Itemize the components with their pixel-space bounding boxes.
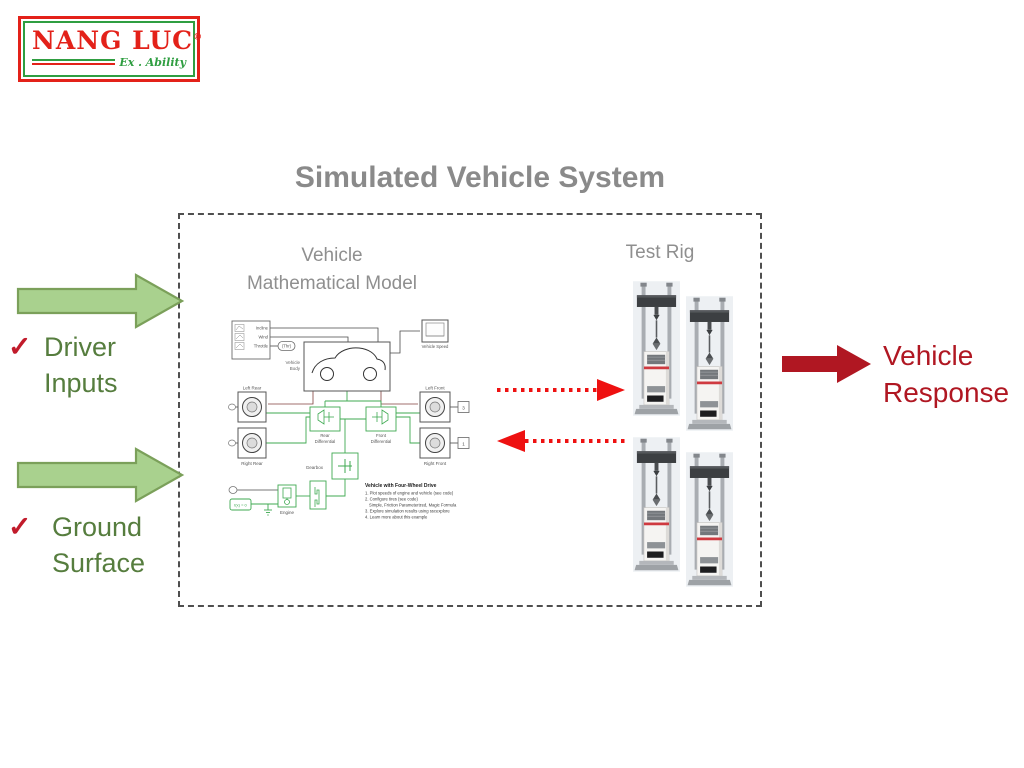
right-front-wheel-block: 1 Right Front bbox=[419, 427, 470, 466]
logo-inner-frame: NANG LUC® Ex . Ability bbox=[23, 21, 202, 77]
rear-differential-label-1: Rear bbox=[320, 433, 330, 438]
annotation-line-3: Simple, Friction Parameterized, Magic Fo… bbox=[369, 503, 457, 508]
gearbox-block: Gearbox bbox=[306, 452, 359, 480]
left-rear-label: Left Rear bbox=[243, 386, 262, 391]
port-1: 1 bbox=[462, 442, 465, 447]
annotation-line-2: 2. Configure tires (see code) bbox=[365, 497, 418, 502]
vehicle-response-arrow bbox=[782, 345, 871, 383]
right-rear-wheel-block: Right Rear bbox=[228, 427, 267, 466]
model-label-line1: Vehicle bbox=[301, 245, 363, 266]
front-differential-label-1: Front bbox=[376, 433, 387, 438]
vehicle-response-line1: Vehicle bbox=[883, 340, 974, 371]
vehicle-speed-scope: Vehicle Speed bbox=[421, 319, 449, 349]
vehicle-body-label-2: Body bbox=[290, 366, 301, 371]
vehicle-response-label: Vehicle Response bbox=[883, 337, 1009, 411]
checkmark-icon: ✓ bbox=[8, 511, 32, 542]
throttle-goto-tag: (Thr) bbox=[277, 341, 296, 351]
logo-decorative-lines bbox=[32, 59, 116, 66]
front-differential-label-2: Differential bbox=[371, 439, 392, 444]
annotation-line-1: 1. Plot speeds of engine and vehicle (se… bbox=[365, 491, 454, 496]
right-front-label: Right Front bbox=[424, 461, 447, 466]
driver-inputs-arrow bbox=[16, 273, 185, 329]
model-to-rig-arrow bbox=[497, 379, 625, 401]
solver-block: f(x) = 0 bbox=[229, 498, 252, 511]
annotation-line-4: 3. Explore simulation results using ssce… bbox=[365, 509, 450, 514]
vehicle-body-label-1: Vehicle bbox=[285, 360, 300, 365]
annotation-line-5: 4. Learn more about this example bbox=[365, 515, 428, 520]
logo-brand-text: NANG LUC® bbox=[32, 28, 202, 54]
left-front-wheel-block: Left Front 3 bbox=[419, 386, 470, 423]
gearbox-label: Gearbox bbox=[306, 465, 324, 470]
test-rig-image-2 bbox=[686, 296, 733, 431]
left-front-label: Left Front bbox=[425, 386, 445, 391]
checkmark-icon: ✓ bbox=[8, 331, 32, 362]
ground-surface-arrow bbox=[16, 447, 185, 503]
physical-connection-lines bbox=[250, 391, 420, 516]
rear-differential-label-2: Differential bbox=[315, 439, 336, 444]
simulink-model-diagram: Incline Wind Throttle (Thr) Vehicle Body… bbox=[228, 319, 470, 520]
port-3: 3 bbox=[462, 406, 465, 411]
sensor-lines bbox=[268, 391, 418, 405]
logo-tagline-row: Ex . Ability bbox=[32, 56, 186, 69]
model-label-line2: Mathematical Model bbox=[246, 273, 418, 294]
vehicle-response-line2: Response bbox=[883, 377, 1010, 408]
front-differential-block: Front Differential bbox=[365, 406, 397, 444]
vehicle-speed-label: Vehicle Speed bbox=[422, 344, 449, 349]
test-rig-label: Test Rig bbox=[625, 242, 695, 263]
driver-inputs-line2: Inputs bbox=[44, 368, 118, 398]
clutch-block bbox=[309, 480, 327, 510]
source-output-throttle: Throttle bbox=[254, 343, 269, 348]
solver-label: f(x) = 0 bbox=[234, 502, 247, 507]
driver-inputs-label: Driver Inputs bbox=[44, 329, 118, 401]
logo-brand-word: NANG LUC bbox=[32, 26, 194, 56]
system-boundary-box bbox=[178, 213, 762, 607]
source-output-incline: Incline bbox=[256, 325, 269, 330]
model-label: Vehicle Mathematical Model bbox=[222, 242, 442, 298]
vehicle-body-block: Vehicle Body bbox=[285, 341, 391, 392]
rear-differential-block: Rear Differential bbox=[309, 406, 341, 444]
source-output-wind: Wind bbox=[258, 334, 268, 339]
ground-surface-label: Ground Surface bbox=[52, 509, 145, 581]
page-title: Simulated Vehicle System bbox=[294, 161, 666, 194]
test-rig-image-3 bbox=[633, 437, 680, 572]
ground-surface-line2: Surface bbox=[52, 548, 146, 578]
driver-inputs-block: Incline Wind Throttle bbox=[231, 320, 271, 360]
car-outline bbox=[311, 347, 386, 374]
model-annotation: Vehicle with Four-Wheel Drive 1. Plot sp… bbox=[365, 483, 457, 520]
input-port-oval bbox=[228, 486, 238, 494]
annotation-title: Vehicle with Four-Wheel Drive bbox=[365, 483, 437, 489]
rig-to-model-arrow bbox=[497, 430, 625, 452]
ground-surface-line1: Ground bbox=[52, 512, 143, 542]
driver-inputs-line1: Driver bbox=[44, 332, 116, 362]
right-rear-label: Right Rear bbox=[241, 461, 263, 466]
left-rear-wheel-block: Left Rear bbox=[228, 386, 267, 423]
engine-block: Engine bbox=[277, 484, 297, 515]
test-rig-image-4 bbox=[686, 452, 733, 587]
logo-tagline: Ex . Ability bbox=[119, 55, 186, 69]
registered-mark-icon: ® bbox=[193, 33, 203, 44]
engine-label: Engine bbox=[280, 510, 295, 515]
test-rig-image-1 bbox=[633, 281, 680, 416]
company-logo: NANG LUC® Ex . Ability bbox=[18, 16, 202, 82]
goto-tag-label: (Thr) bbox=[282, 344, 292, 349]
